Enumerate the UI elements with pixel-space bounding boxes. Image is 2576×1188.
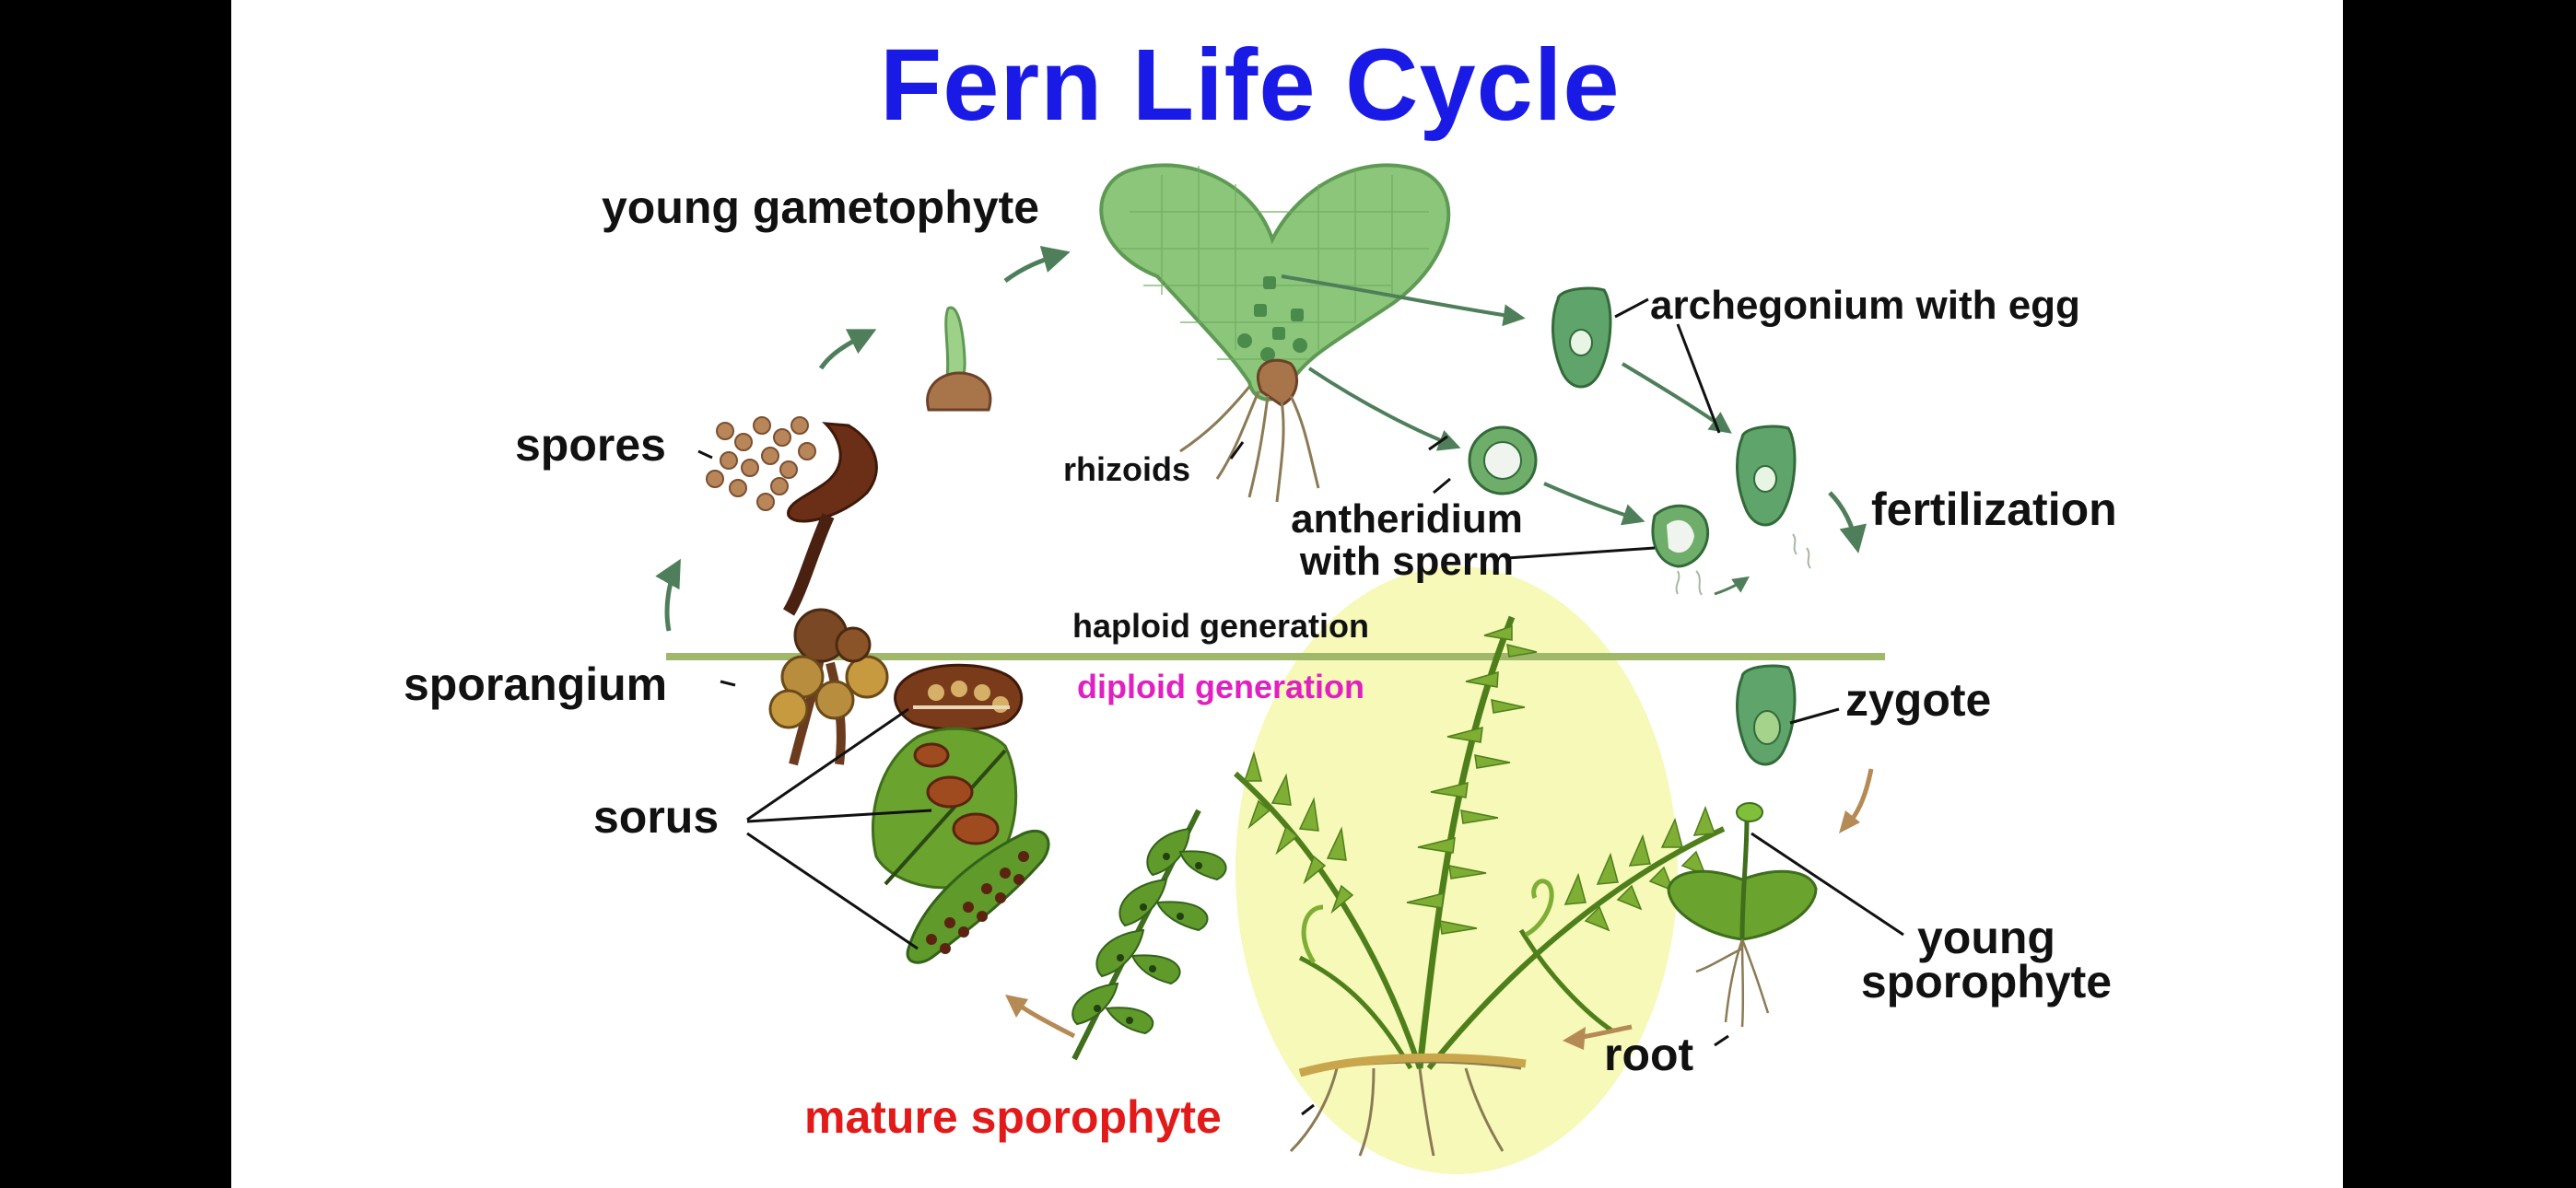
archegonium-drawing	[1551, 286, 1612, 389]
label-rhizoids: rhizoids	[1063, 450, 1191, 488]
label-young-sporophyte-line2: sporophyte	[1860, 956, 2113, 1007]
page-title: Fern Life Cycle	[880, 29, 1621, 142]
label-antheridium: antheridium with sperm	[1269, 499, 1545, 582]
label-fertilization: fertilization	[1871, 483, 2117, 535]
leader-lines	[697, 297, 1904, 1116]
label-sorus: sorus	[593, 791, 720, 843]
arrow-fertilization	[1828, 491, 1867, 553]
zygote-drawing	[1736, 664, 1797, 766]
young-sporophyte-drawing	[1667, 802, 1818, 1028]
label-archegonium-with-egg: archegonium with egg	[1650, 283, 2080, 328]
arrow-sporangium-to-spores	[655, 558, 681, 632]
label-sporangium: sporangium	[404, 658, 668, 710]
arrow-sperm-swim	[1714, 576, 1750, 596]
label-zygote: zygote	[1845, 674, 1992, 726]
open-antheridium-drawing	[1651, 504, 1811, 596]
arrow-archegonium-to-fertilization	[1621, 362, 1732, 434]
label-spores: spores	[515, 419, 666, 471]
mature-sporophyte-drawing	[1234, 615, 1726, 1157]
arrow-gametophyte-to-antheridium	[1307, 367, 1461, 451]
leaflet-with-sori	[906, 829, 1050, 964]
spores-drawing	[706, 416, 816, 511]
label-haploid-generation: haploid generation	[1072, 607, 1370, 645]
label-antheridium-line2: with sperm	[1299, 539, 1515, 584]
sorus-cross-section	[894, 663, 1024, 731]
young-gametophyte-drawing	[926, 306, 992, 412]
arrow-young-to-mature-gametophyte	[1003, 246, 1071, 284]
label-young-sporophyte-line1: young	[1917, 912, 2055, 963]
frond-with-sori	[1071, 809, 1227, 1061]
label-mature-sporophyte: mature sporophyte	[804, 1091, 1222, 1143]
mature-gametophyte	[1099, 163, 1451, 503]
label-diploid-generation: diploid generation	[1077, 668, 1364, 705]
antheridium-drawing	[1468, 425, 1538, 495]
diagram-canvas: Fern Life Cycle young gametophyte archeg…	[231, 0, 2343, 1188]
arrow-spores-to-young-gametophyte	[818, 329, 877, 370]
label-young-gametophyte: young gametophyte	[602, 181, 1040, 233]
arrow-gametophyte-to-archegonium	[1281, 274, 1526, 327]
diagram-artwork	[655, 163, 1904, 1174]
sporangium-drawing	[768, 608, 889, 766]
open-sporangium-drawing	[782, 422, 878, 616]
label-young-sporophyte: young sporophyte	[1834, 914, 2138, 1005]
arrow-antheridium-to-fertilization	[1543, 482, 1645, 526]
label-antheridium-line1: antheridium	[1291, 496, 1523, 542]
label-root: root	[1604, 1029, 1694, 1080]
fertilization-archegonium-drawing	[1736, 425, 1797, 527]
arrow-mature-sporophyte-to-sorus	[1013, 999, 1076, 1039]
